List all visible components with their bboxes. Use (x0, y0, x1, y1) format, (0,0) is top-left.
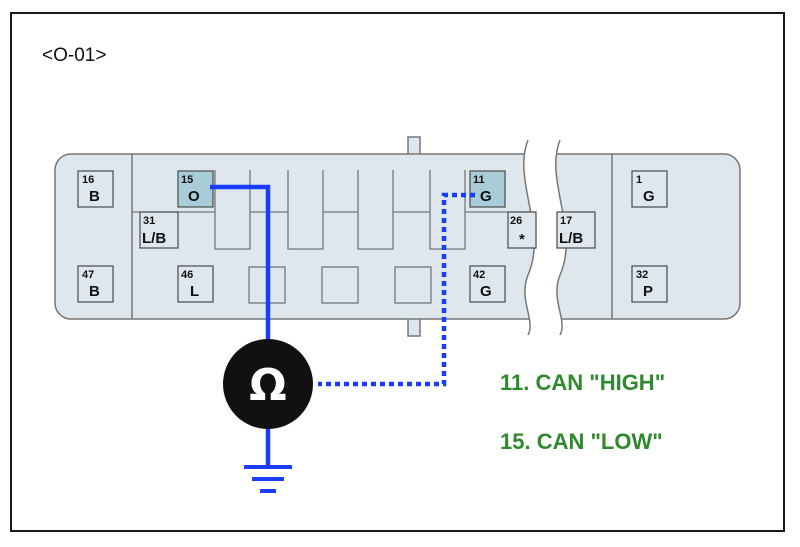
svg-text:L/B: L/B (142, 230, 166, 247)
wire-can-high-dashed (318, 192, 475, 387)
svg-text:42: 42 (473, 269, 485, 281)
svg-text:B: B (89, 283, 100, 300)
svg-text:B: B (89, 188, 100, 205)
svg-text:P: P (643, 283, 653, 300)
ohmmeter: Ω (223, 339, 313, 429)
svg-text:16: 16 (82, 174, 94, 186)
pin-32: 32 P (631, 265, 668, 303)
svg-text:G: G (480, 188, 492, 205)
svg-text:31: 31 (143, 215, 155, 227)
ohm-symbol: Ω (249, 360, 286, 411)
svg-text:L: L (190, 283, 199, 300)
svg-text:O: O (188, 188, 200, 205)
pin-11-highlighted: 11 G (469, 170, 506, 208)
legend-can-low: 15. CAN "LOW" (500, 429, 663, 454)
svg-text:17: 17 (560, 215, 572, 227)
svg-text:47: 47 (82, 269, 94, 281)
svg-text:G: G (643, 188, 655, 205)
pin-15-highlighted: 15 O (177, 170, 214, 208)
svg-text:26: 26 (510, 215, 522, 227)
pin-47: 47 B (77, 265, 114, 303)
svg-text:1: 1 (636, 174, 642, 186)
svg-text:*: * (519, 231, 525, 248)
ground-icon (244, 465, 292, 493)
pin-31: 31 L/B (139, 211, 179, 249)
svg-text:32: 32 (636, 269, 648, 281)
legend-can-high: 11. CAN "HIGH" (500, 370, 665, 395)
svg-text:G: G (480, 283, 492, 300)
pin-26: 26 * (507, 211, 537, 249)
connector-id-label: <O-01> (42, 45, 107, 66)
svg-text:11: 11 (473, 174, 485, 186)
wire-can-low-solid (210, 184, 271, 355)
pin-16: 16 B (77, 170, 114, 208)
pin-46: 46 L (177, 265, 214, 303)
pin-42: 42 G (469, 265, 506, 303)
empty-cavities (214, 170, 466, 304)
svg-text:L/B: L/B (559, 230, 583, 247)
svg-text:15: 15 (181, 174, 193, 186)
pin-17: 17 L/B (556, 211, 596, 249)
svg-text:46: 46 (181, 269, 193, 281)
pin-1: 1 G (631, 170, 668, 208)
